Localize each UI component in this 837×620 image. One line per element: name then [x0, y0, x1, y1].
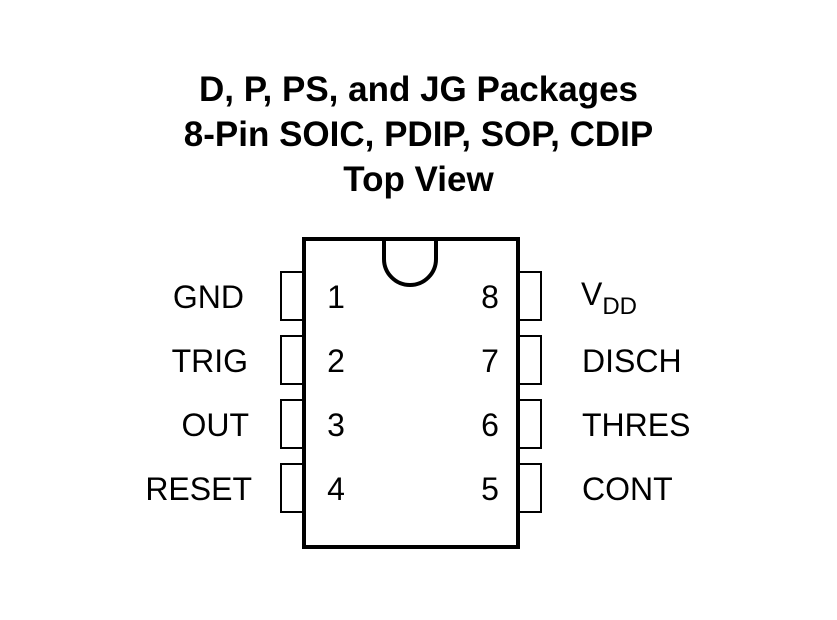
pin-number-2: 2 — [327, 343, 345, 379]
pin1-notch — [382, 239, 438, 287]
pin-1-lead — [280, 271, 304, 321]
pin-number-7: 7 — [481, 343, 499, 379]
pin-6-lead — [518, 399, 542, 449]
pin-label-cont: CONT — [582, 471, 673, 507]
pin-number-5: 5 — [481, 471, 499, 507]
pin-label-trig: TRIG — [172, 343, 248, 379]
pin-label-gnd: GND — [173, 279, 244, 315]
pin-3-lead — [280, 399, 304, 449]
pin-7-lead — [518, 335, 542, 385]
vdd-subscript: DD — [602, 293, 637, 320]
pin-number-6: 6 — [481, 407, 499, 443]
vdd-main: V — [581, 276, 603, 312]
pin-4-lead — [280, 463, 304, 513]
pin-number-8: 8 — [481, 279, 499, 315]
pin-5-lead — [518, 463, 542, 513]
pin-label-out: OUT — [181, 407, 249, 443]
package-body — [302, 237, 520, 549]
title-line-3: Top View — [343, 160, 494, 199]
title-line-2: 8-Pin SOIC, PDIP, SOP, CDIP — [183, 115, 654, 154]
pin-label-disch: DISCH — [582, 343, 682, 379]
pin-label-thres: THRES — [582, 407, 690, 443]
title-line-1: D, P, PS, and JG Packages — [198, 70, 639, 109]
pin-number-1: 1 — [327, 279, 345, 315]
pin-number-4: 4 — [327, 471, 345, 507]
pin-label-reset: RESET — [145, 471, 252, 507]
pin-label-vdd: VDD — [581, 276, 637, 320]
pin-number-3: 3 — [327, 407, 345, 443]
pin-8-lead — [518, 271, 542, 321]
pin-2-lead — [280, 335, 304, 385]
